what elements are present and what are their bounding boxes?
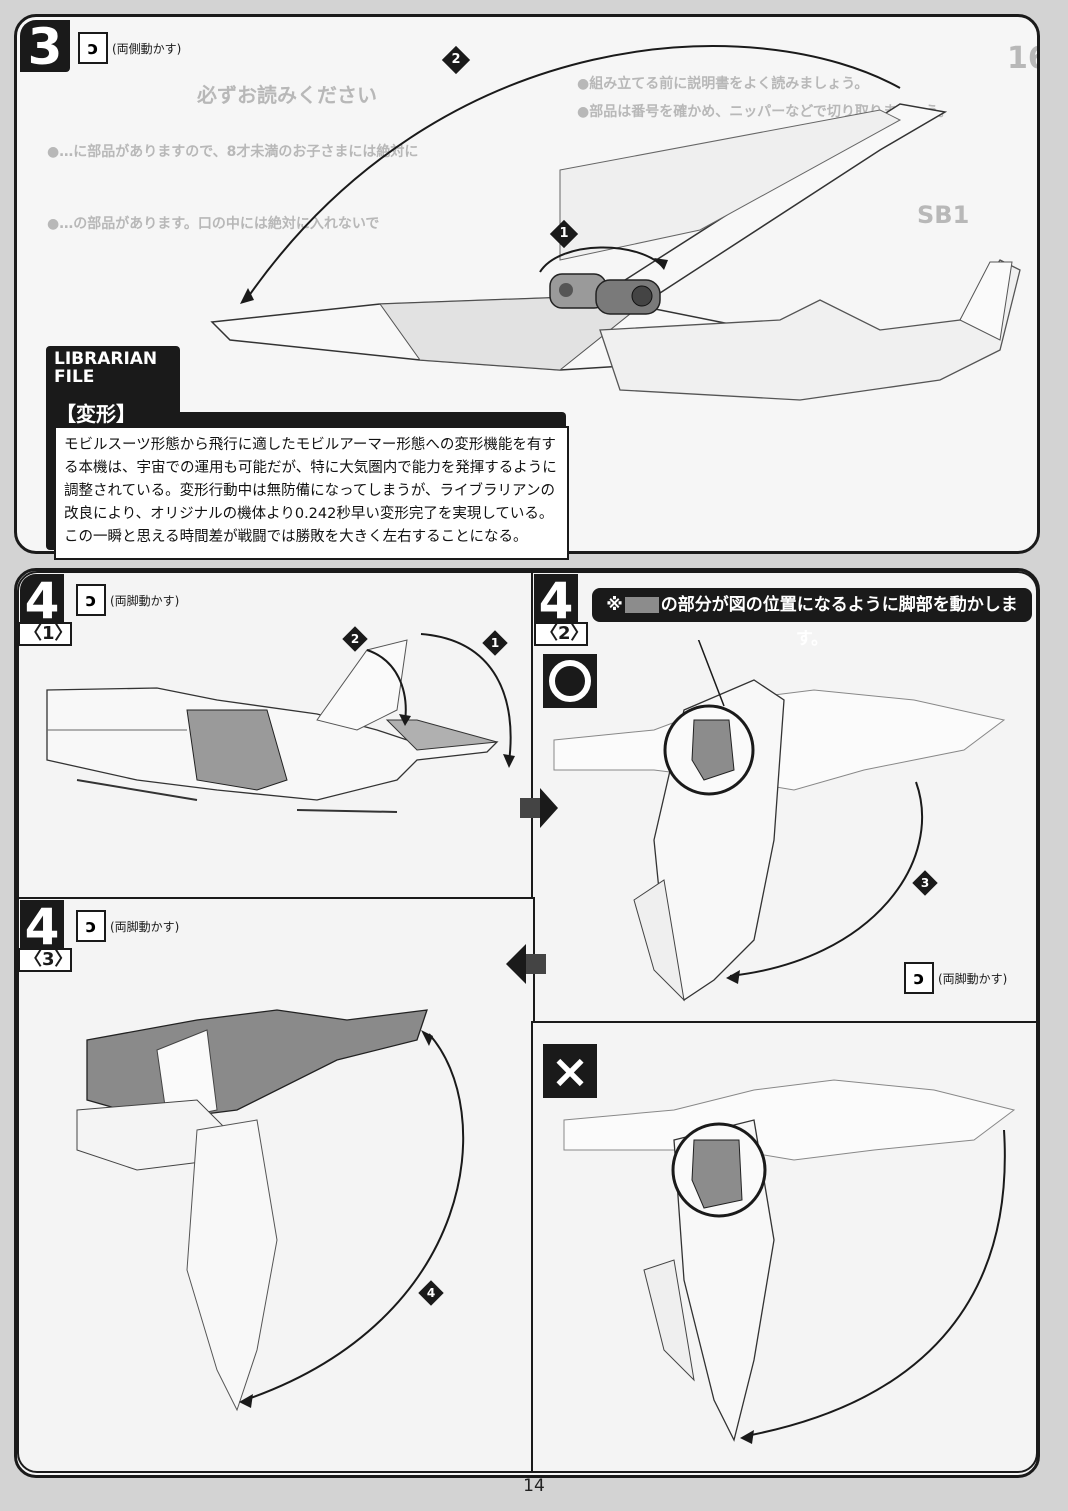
step4-2-operation-label: (両脚動かす) [938,971,1008,986]
bleed-through-text: SB1 [917,201,970,229]
step3-number: 3 [20,20,70,74]
step4-1-illustration [46,633,515,813]
bleed-through-text: 16 [1007,41,1037,76]
step4-1-operation-label: (両脚動かす) [110,593,180,608]
step4-3-operation: ↄ (両脚動かす) [76,910,179,942]
step4-3-panel [17,897,535,1473]
callout-3-label: 3 [920,876,930,890]
bleed-through-text: 必ずお読みください [197,83,377,107]
note-text: の部分が図の位置になるように脚部を動かします。 [660,595,1018,649]
page-number: 14 [523,1476,545,1496]
ng-mark-icon: × [543,1044,597,1098]
callout-2-label: 2 [350,632,360,646]
librarian-file-box: 【変形】 モビルスーツ形態から飛行に適したモビルアーマー形態への変形機能を有する… [46,402,569,560]
move-joint-icon: ↄ [76,584,106,616]
step4-3-illustration [76,1009,465,1412]
step4-3-operation-label: (両脚動かす) [110,919,180,934]
bleed-through-text: ●…に部品がありますので、8才未満のお子さまには絶対に [47,144,419,160]
step4-2-operation: ↄ (両脚動かす) [904,962,1007,994]
librarian-body: モビルスーツ形態から飛行に適したモビルアーマー形態への変形機能を有する本機は、宇… [54,426,569,560]
ok-mark-icon [543,654,597,708]
flow-arrow-right-icon [520,788,558,828]
step4-2-panel [531,571,1038,1025]
librarian-header-line2: FILE [54,367,95,387]
callout-1-label: 1 [490,636,500,650]
step4-2-ok-illustration [553,640,1006,1002]
step3-operation-label: (両側動かす) [112,41,182,56]
callout-4-label: 4 [426,1286,436,1300]
ng-mark-label: × [550,1044,590,1098]
step3-operation: ↄ (両側動かす) [78,32,181,64]
bleed-through-text: ●…の部品があります。口の中には絶対に入れないで [47,216,380,232]
librarian-title: 【変形】 [56,402,136,426]
move-joint-icon: ↄ [76,910,106,942]
step4-1-operation: ↄ (両脚動かす) [76,584,179,616]
flow-arrow-left-icon [506,944,546,984]
step3-illustration [210,45,1021,401]
move-joint-icon: ↄ [904,962,934,994]
step4-2-note: ※ の部分が図の位置になるように脚部を動かします。 [592,588,1032,649]
librarian-header-line1: LIBRARIAN [54,349,158,369]
note-prefix: ※ [606,595,623,615]
step4-3-number: 4 [20,900,64,954]
step4-2-sub: 〈2〉 [534,622,589,646]
bleed-through-text: ●組み立てる前に説明書をよく読みましょう。 [577,76,869,92]
move-joint-icon: ↄ [78,32,108,64]
step4-2-number: 4 [534,574,578,628]
step4-1-number: 4 [20,574,64,628]
step4-3-sub: 〈3〉 [18,948,73,972]
step4-2-ng-illustration [563,1079,1016,1444]
callout-1-label: 1 [559,226,569,241]
callout-2-label: 2 [451,52,461,67]
part-highlight-swatch [624,597,659,613]
step4-1-sub: 〈1〉 [18,622,73,646]
